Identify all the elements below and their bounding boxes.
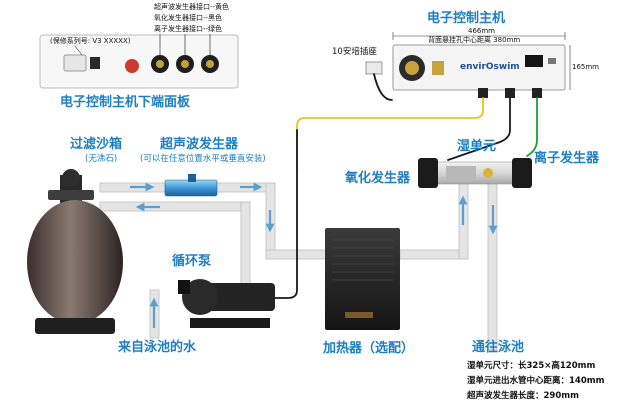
port-label-green: 离子发生器接口--绿色 — [154, 25, 223, 33]
socket-label: 10安培插座 — [332, 47, 377, 57]
panel-caption: 电子控制主机下端面板 — [60, 95, 191, 110]
controller-width-label: 466mm — [468, 27, 495, 35]
filter-tank — [27, 169, 123, 334]
controller-height-label: 165mm — [572, 63, 599, 71]
leader-lines — [74, 45, 83, 56]
port-label-yellow: 超声波发生器接口--黄色 — [154, 3, 230, 11]
controller-brand: envirOswim — [460, 62, 520, 72]
ionizer-title: 离子发生器 — [534, 151, 600, 166]
flow-arrows — [130, 182, 498, 328]
heater-unit — [325, 228, 400, 330]
port-label-black: 氧化发生器接口--黑色 — [154, 14, 223, 22]
outlet-title: 通往泳池 — [472, 340, 525, 355]
controller-box — [365, 32, 571, 98]
spec-ultrasonic-length: 超声波发生器长度：290mm — [467, 391, 579, 401]
pipes — [99, 179, 498, 351]
filter-subtitle: (无沸石) — [85, 154, 118, 164]
cables — [274, 73, 538, 299]
ultrasonic-title: 超声波发生器 — [160, 137, 239, 152]
controller-title: 电子控制主机 — [427, 11, 506, 26]
spec-wet-cell-pipe-distance: 湿单元进出水管中心距离：140mm — [467, 376, 605, 386]
wet-cell — [418, 158, 532, 188]
filter-title: 过滤沙箱 — [70, 137, 123, 152]
panel-photo — [39, 34, 239, 89]
inlet-title: 来自泳池的水 — [118, 340, 197, 355]
ultrasonic-subtitle: (可以在任意位置水平或垂直安装) — [140, 154, 266, 164]
panel-serial: (保修系列号: V3 XXXXX) — [50, 37, 131, 45]
spec-wet-cell-size: 湿单元尺寸：长325×高120mm — [467, 361, 596, 371]
oxidizer-title: 氧化发生器 — [345, 171, 411, 186]
heater-title: 加热器（选配） — [323, 341, 415, 356]
controller-hole-label: 背面悬挂孔中心距离 380mm — [428, 36, 521, 44]
circulation-pump — [178, 279, 275, 328]
wet-cell-title: 湿单元 — [457, 139, 497, 154]
ultrasonic-generator — [164, 174, 218, 197]
pump-title: 循环泵 — [172, 254, 212, 269]
